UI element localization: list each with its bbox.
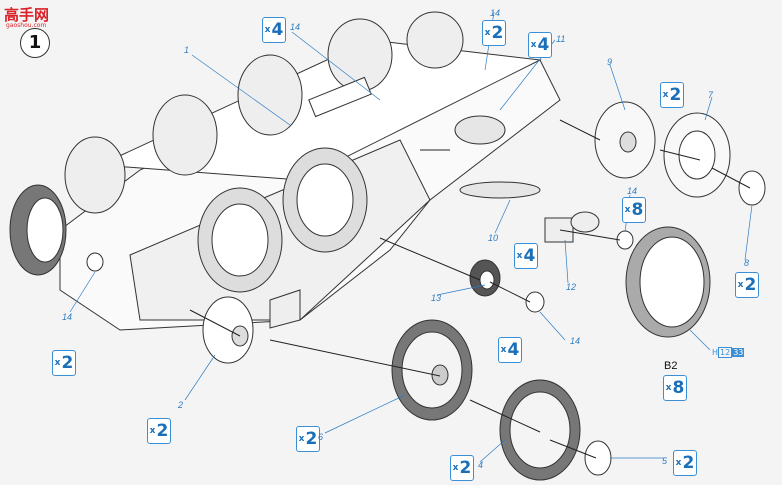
quantity-badge: x2 [147,418,171,444]
part-label: 9 [607,57,613,67]
quantity-badge: x2 [450,455,474,481]
quantity-badge: x8 [663,375,687,401]
road-wheel [406,11,464,69]
quantity-badge: x4 [498,337,522,363]
leaf-spring [459,181,541,199]
watermark: 高手网 [4,6,50,24]
quantity-badge: x2 [296,426,320,452]
part-label: 14 [490,8,501,18]
washer [525,291,545,313]
part-9-center [619,131,637,153]
hull-sprocket-face [26,197,64,263]
part-12 [544,217,574,243]
hatch [308,76,372,118]
quantity-badge: x2 [673,450,697,476]
quantity-badge: x4 [262,17,286,43]
mounted-wheel-hub [296,163,354,237]
part-label: 1 [184,45,190,55]
assembly-arrows [189,119,751,459]
part-label: 14 [290,22,301,32]
part-label: 14 [62,312,73,322]
quantity-badge: x4 [514,243,538,269]
part-5-cap [584,440,612,476]
road-wheel [237,54,303,136]
quantity-badge: x2 [735,272,759,298]
track-plate [269,289,301,329]
part-6-face [401,331,463,409]
part-label: 12 [566,282,577,292]
b2-label: B2 [664,360,678,372]
part-label: 14 [570,336,581,346]
part-b2-face [639,236,705,328]
part-4-face [509,391,571,469]
part-7-inner [678,130,716,180]
part-6-hub [431,364,449,386]
part-label: 8 [744,258,750,268]
mounted-wheel-hub [211,203,269,277]
road-wheel [64,136,126,214]
part-label: 7 [708,90,714,100]
part-label: 5 [662,456,668,466]
part-label: 11 [556,34,566,44]
suspension-arm [454,115,506,145]
part-label: 13 [431,293,442,303]
road-wheel [152,94,218,176]
step-number: 1 [20,28,50,58]
quantity-badge: x8 [622,197,646,223]
watermark-sub: gaoshou.com [6,22,47,29]
quantity-badge: x2 [482,20,506,46]
part-label: 6 [318,432,324,442]
part-8-cap [738,170,766,206]
quantity-badge: x4 [528,32,552,58]
part-label: 2 [178,400,184,410]
part-label: 10 [488,233,499,243]
part-12-cyl [570,211,600,233]
part-label: 14 [627,186,638,196]
quantity-badge: x2 [52,350,76,376]
quantity-badge: x2 [660,82,684,108]
part-label: 4 [478,460,484,470]
part-13-hole [479,270,495,290]
washer [86,252,104,272]
